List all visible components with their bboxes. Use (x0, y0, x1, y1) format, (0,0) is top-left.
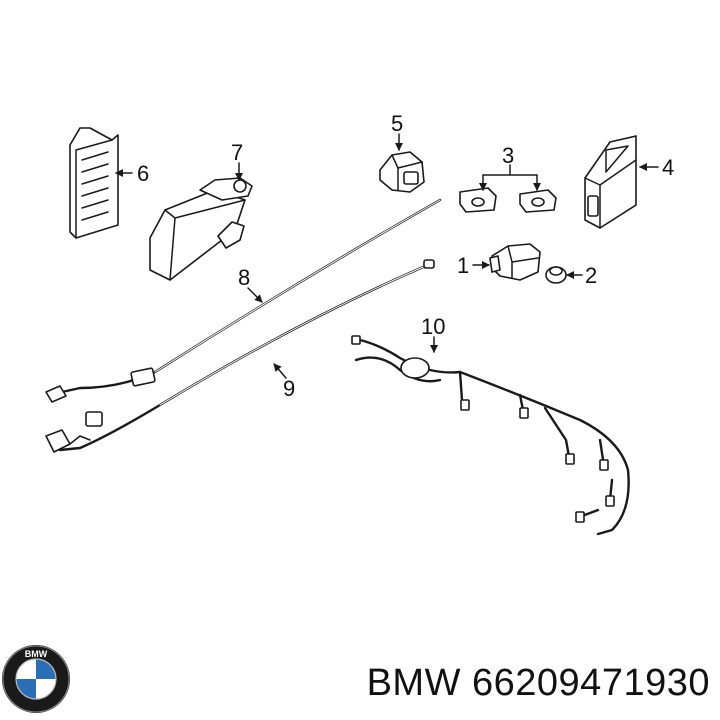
callout-2: 2 (585, 263, 597, 288)
part-6-control-module (69, 127, 119, 239)
callout-1: 1 (457, 253, 469, 278)
callout-6: 6 (137, 161, 149, 186)
part-1-parking-sensor (489, 243, 541, 281)
leader-8 (247, 287, 263, 303)
part-5-sensor-holder (379, 151, 425, 193)
part-10-wiring-harness (351, 335, 630, 536)
part-8-cable (45, 198, 442, 403)
brand-name: BMW (366, 662, 461, 704)
callout-9: 9 (283, 376, 295, 401)
callout-10: 10 (421, 314, 445, 339)
part-number: 66209471930 (472, 662, 710, 704)
logo-lettering: BMW (25, 649, 48, 659)
part-3-sensor-covers (459, 187, 557, 213)
callout-8: 8 (238, 265, 250, 290)
part-4-control-module (584, 135, 637, 229)
callout-3: 3 (502, 143, 514, 168)
leader-9 (273, 363, 287, 379)
part-9-cable (45, 259, 435, 453)
brand-part-number: BMW 66209471930 (367, 662, 710, 705)
callout-7: 7 (231, 140, 243, 165)
part-2-grommet (545, 266, 567, 284)
part-7-control-unit (149, 177, 253, 281)
callout-4: 4 (662, 155, 674, 180)
bmw-logo: BMW (2, 645, 70, 713)
callout-5: 5 (391, 111, 403, 136)
leader-3-bar (482, 164, 538, 176)
